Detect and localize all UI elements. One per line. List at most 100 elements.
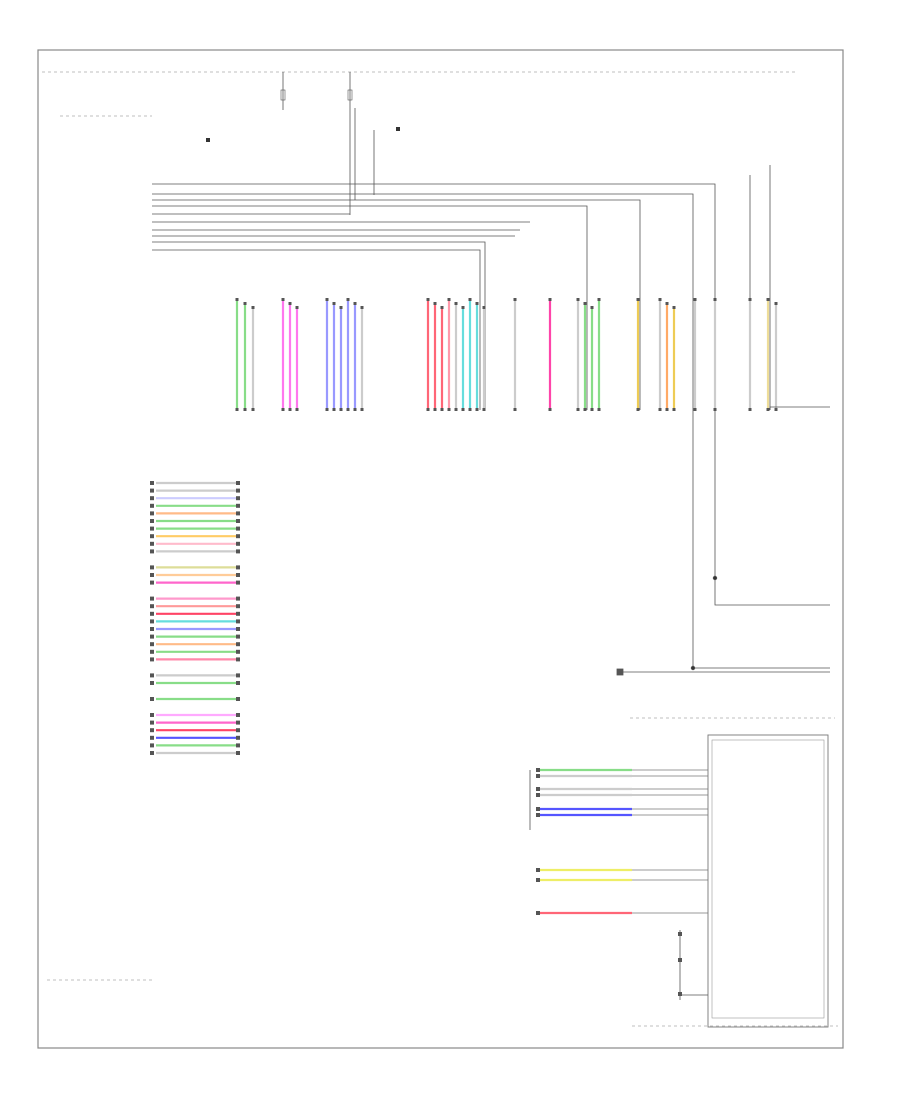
- pin-terminal: [536, 768, 540, 772]
- connector-pin: [461, 408, 465, 411]
- left-pin-row: [150, 697, 240, 701]
- pin-terminal: [150, 549, 154, 554]
- connector-pin: [665, 408, 669, 411]
- pin-terminal: [150, 728, 154, 733]
- pin-terminal: [150, 604, 154, 609]
- left-pin-row: [150, 580, 240, 585]
- bus-drops: [152, 165, 830, 669]
- connector-pin: [766, 298, 770, 301]
- connector-pin: [774, 408, 778, 411]
- connector-pin: [468, 408, 472, 411]
- pin-terminal: [236, 573, 240, 577]
- pin-terminal: [236, 488, 240, 493]
- connector-pin: [583, 302, 587, 305]
- connector-pin: [583, 408, 587, 411]
- connector-pin: [475, 302, 479, 305]
- pin-terminal: [236, 503, 240, 508]
- left-pin-row: [150, 681, 240, 685]
- note-2: [373, 127, 400, 195]
- upper-connector-groups: [235, 298, 778, 411]
- left-pin-row: [150, 619, 240, 624]
- pin-terminal: [236, 496, 240, 501]
- pin-terminal: [536, 787, 540, 791]
- pin-terminal: [236, 580, 240, 585]
- connector-pin: [281, 408, 285, 411]
- left-pin-row: [150, 611, 240, 616]
- pin-terminal: [536, 911, 540, 915]
- left-pin-row: [150, 481, 240, 485]
- left-pin-row: [150, 673, 240, 678]
- pin-terminal: [150, 697, 154, 701]
- pin-terminal: [150, 534, 154, 539]
- connector-pin: [713, 408, 717, 411]
- pin-terminal: [150, 573, 154, 577]
- pin-terminal: [150, 642, 154, 647]
- connector-pin: [636, 408, 640, 411]
- connector-pin: [295, 408, 299, 411]
- diagram-frame: [37, 49, 844, 1049]
- pin-terminal: [236, 751, 240, 755]
- pin-terminal: [236, 534, 240, 539]
- left-pin-row: [150, 511, 240, 516]
- connector-pin: [235, 408, 239, 411]
- connector-pin: [766, 408, 770, 411]
- connector-pin: [353, 302, 357, 305]
- right-module: [707, 734, 829, 1028]
- connector-pin: [325, 408, 329, 411]
- connector-pin: [288, 408, 292, 411]
- connector-pin: [447, 298, 451, 301]
- connector-pin: [693, 408, 697, 411]
- pin-terminal: [150, 580, 154, 585]
- connector-pin: [433, 302, 437, 305]
- connector-pin: [774, 302, 778, 305]
- top-fuse-2: [347, 72, 356, 215]
- connector-pin: [658, 298, 662, 301]
- pin-terminal: [236, 541, 240, 546]
- connector-pin: [672, 408, 676, 411]
- pin-terminal: [150, 649, 154, 654]
- connector-pin: [339, 306, 343, 309]
- connector-pin: [325, 298, 329, 301]
- pin-terminal: [150, 657, 154, 662]
- pin-terminal: [236, 511, 240, 516]
- pin-terminal: [236, 735, 240, 740]
- left-pin-row: [150, 503, 240, 508]
- connector-pin: [636, 298, 640, 301]
- connector-pin: [346, 298, 350, 301]
- left-pin-row: [150, 549, 240, 554]
- connector-pin: [235, 298, 239, 301]
- connector-pin: [748, 298, 752, 301]
- right-wire-row: [536, 793, 708, 797]
- note-1: [206, 138, 210, 142]
- pin-terminal: [236, 604, 240, 609]
- pin-terminal: [236, 649, 240, 654]
- left-pin-row: [150, 657, 240, 662]
- left-pin-row: [150, 541, 240, 546]
- pin-terminal: [678, 992, 682, 996]
- right-wire-row: [536, 774, 708, 778]
- pin-terminal: [536, 878, 540, 882]
- connector-pin: [332, 408, 336, 411]
- pin-terminal: [236, 611, 240, 616]
- pin-terminal: [150, 488, 154, 493]
- left-pin-row: [150, 720, 240, 725]
- pin-terminal: [236, 728, 240, 733]
- pin-terminal: [236, 565, 240, 570]
- connector-pin: [513, 408, 517, 411]
- pin-terminal: [150, 541, 154, 546]
- pin-terminal: [536, 868, 540, 872]
- pin-terminal: [536, 793, 540, 797]
- connector-pin: [454, 408, 458, 411]
- connector-pin: [713, 298, 717, 301]
- pin-terminal: [150, 720, 154, 725]
- pin-terminal: [236, 642, 240, 647]
- connector-pin: [548, 408, 552, 411]
- connector-pin: [426, 298, 430, 301]
- pin-terminal: [236, 596, 240, 601]
- connector-pin: [360, 408, 364, 411]
- left-pin-row: [150, 634, 240, 639]
- pin-terminal: [150, 751, 154, 755]
- right-ground-connector: [616, 406, 830, 676]
- connector-pin: [281, 298, 285, 301]
